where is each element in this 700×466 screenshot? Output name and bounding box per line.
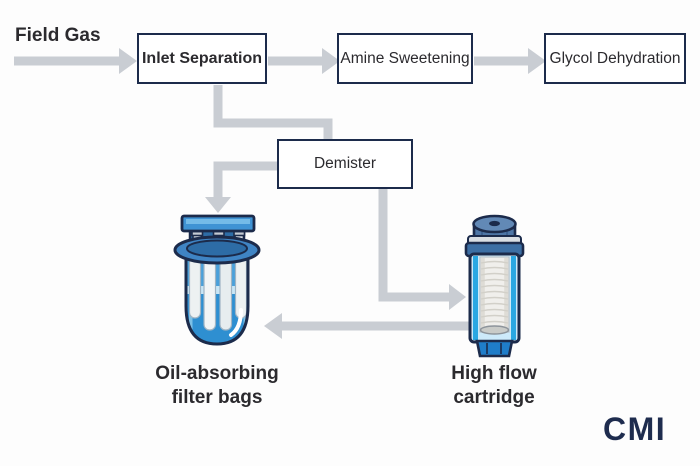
amine-sweetening-box: Amine Sweetening: [337, 33, 473, 84]
vessel-lid-icon: [180, 214, 256, 233]
glycol-dehydration-label: Glycol Dehydration: [549, 49, 681, 67]
amine-sweetening-label: Amine Sweetening: [340, 49, 470, 67]
glycol-dehydration-box: Glycol Dehydration: [544, 33, 686, 84]
arrow-field-gas-icon: [14, 48, 137, 74]
cartridge-label-line1: High flow: [451, 363, 537, 384]
flow-connectors: [14, 48, 546, 339]
cmi-logo: CMI: [603, 411, 667, 447]
demister-box: Demister: [277, 139, 413, 189]
arrow-inlet-to-amine-icon: [268, 48, 340, 74]
demister-label: Demister: [313, 155, 376, 172]
inlet-separation-label: Inlet Separation: [141, 49, 263, 67]
arrow-demister-to-filter-bags-icon: [205, 161, 277, 213]
pleated-cartridge-icon: [479, 256, 510, 335]
cartridge-body-icon: [468, 252, 521, 344]
connector-inlet-to-demister: [213, 85, 333, 139]
vessel-collar-icon: [173, 235, 261, 265]
filter-bags-label-line1: Oil-absorbing: [155, 363, 279, 384]
cartridge-label-line2: cartridge: [453, 387, 535, 408]
arrow-amine-to-glycol-icon: [474, 48, 546, 74]
filter-bags-label-line2: filter bags: [171, 387, 263, 408]
arrow-demister-to-cartridge-icon: [378, 189, 466, 310]
field-gas-label: Field Gas: [15, 25, 101, 46]
filter-bags-vessel-icon: [173, 214, 261, 346]
cartridge-base-icon: [475, 339, 514, 358]
cartridge-vessel-icon: [464, 214, 525, 358]
cartridge-label: High flow cartridge: [374, 362, 614, 410]
filter-bags-label: Oil-absorbing filter bags: [97, 362, 337, 410]
vessel-body-icon: [184, 248, 250, 346]
inlet-separation-box: Inlet Separation: [137, 33, 267, 84]
arrow-cartridge-to-filter-bags-icon: [264, 313, 474, 339]
